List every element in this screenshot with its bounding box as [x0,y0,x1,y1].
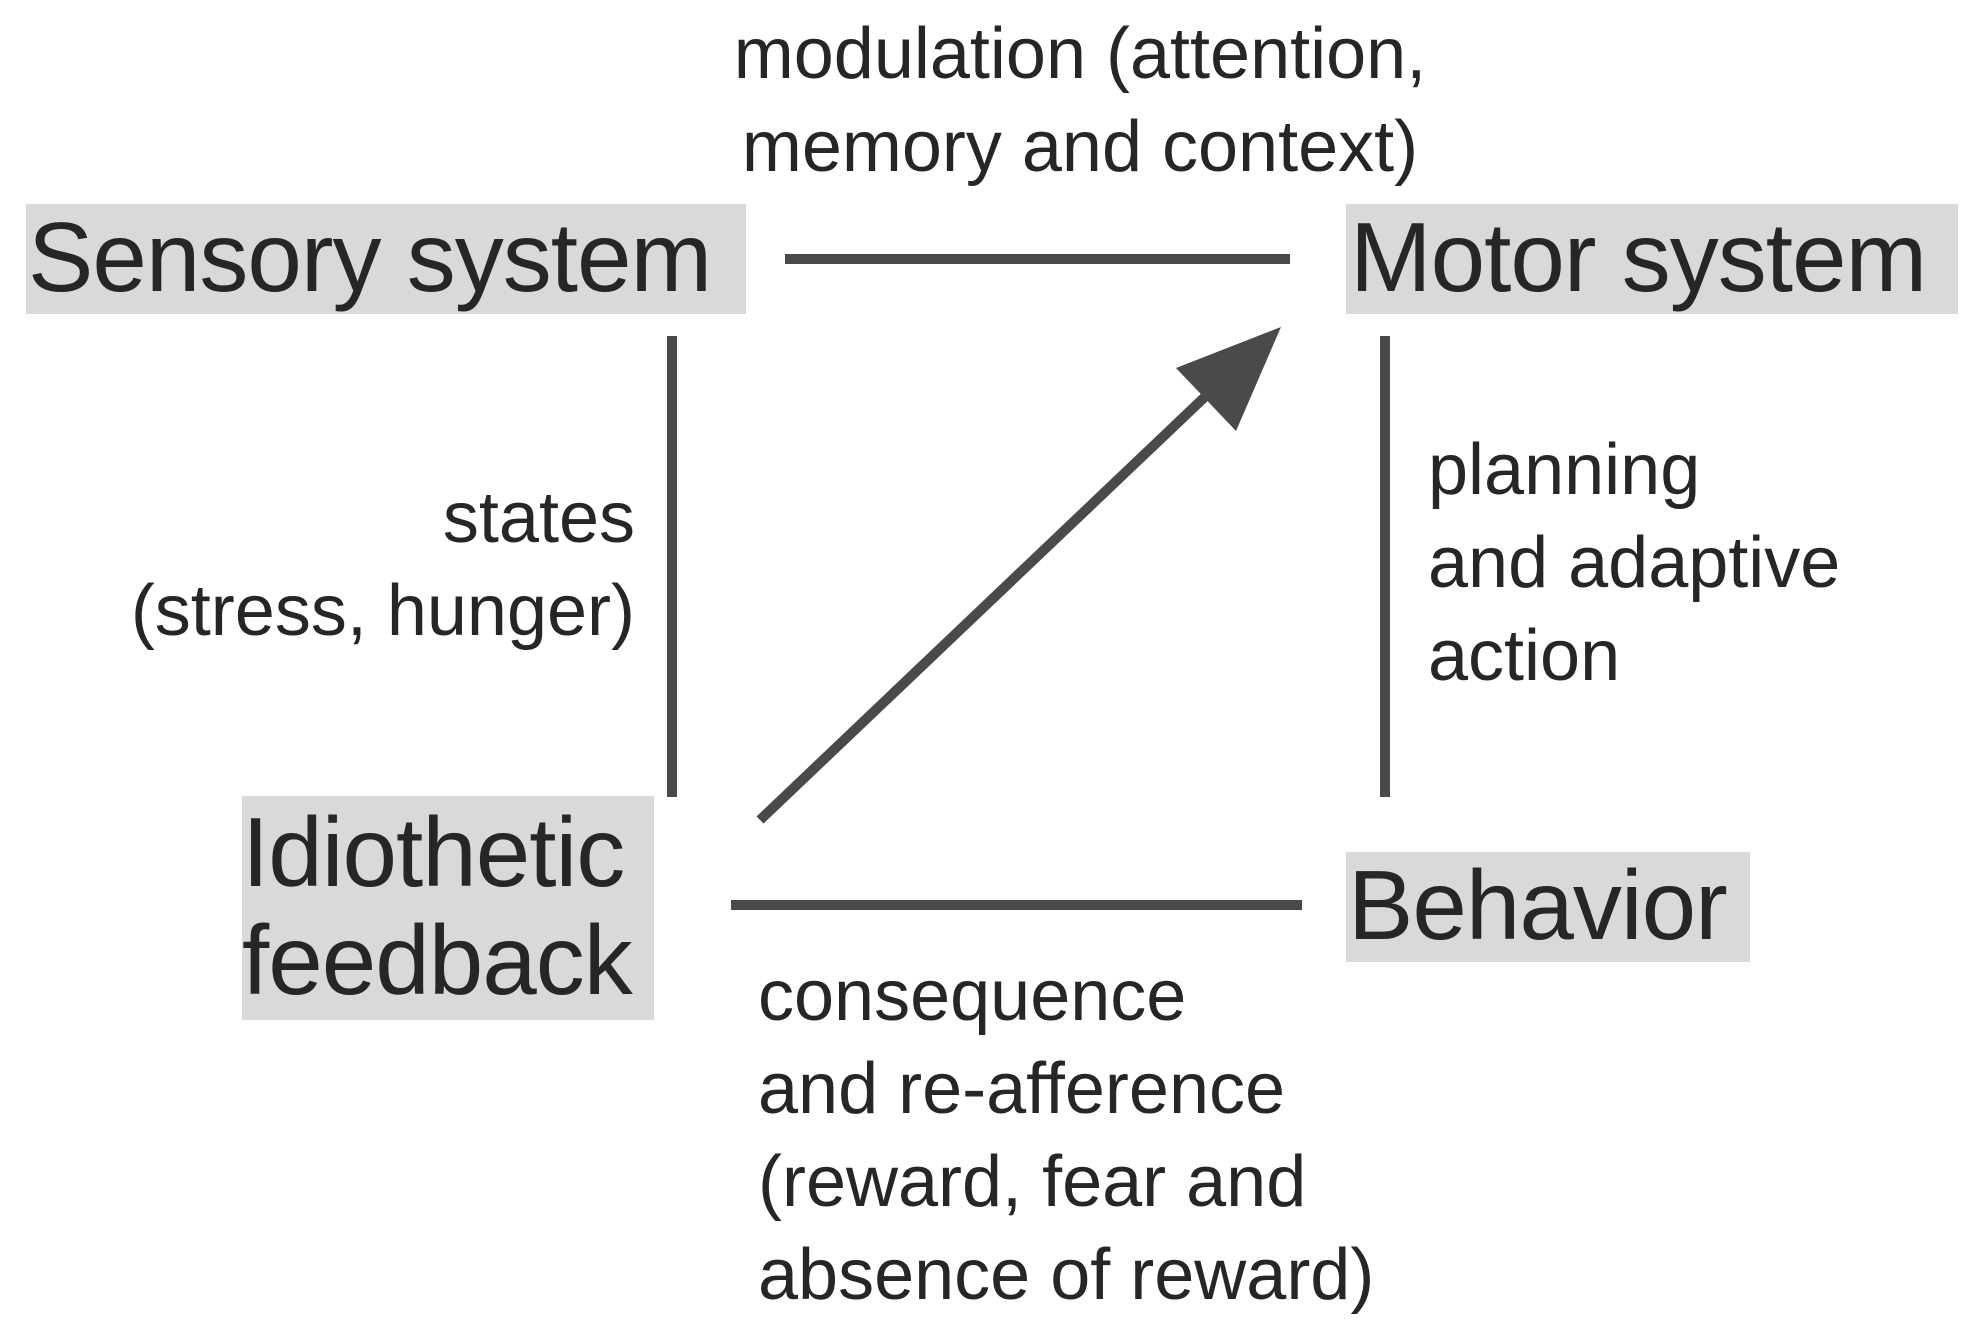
sensory-system-label: Sensory system [28,202,712,312]
behavior-label: Behavior [1348,850,1728,960]
states-label-line1: states [442,478,635,558]
consequence-label-line4: absence of reward) [758,1235,1375,1315]
states-label-line2: (stress, hunger) [130,571,635,651]
sensory-system-node: Sensory system [26,202,746,314]
consequence-label-line1: consequence [758,956,1187,1036]
planning-label-line3: action [1428,616,1621,696]
states-label: states (stress, hunger) [40,472,635,658]
planning-label: planning and adaptive action [1428,424,1948,703]
behavior-node: Behavior [1346,850,1750,962]
planning-label-line1: planning [1428,430,1701,510]
consequence-label-line2: and re-afference [758,1049,1286,1129]
diagonal-arrowhead [1176,327,1281,431]
planning-label-line2: and adaptive [1428,523,1841,603]
motor-system-node: Motor system [1346,202,1958,314]
modulation-label: modulation (attention, memory and contex… [600,8,1560,194]
idiothetic-label-line1: Idiothetic [242,797,625,907]
consequence-label-line3: (reward, fear and [758,1142,1307,1222]
modulation-label-line1: modulation (attention, [733,14,1427,94]
consequence-label: consequence and re-afference (reward, fe… [758,950,1518,1322]
modulation-label-line2: memory and context) [741,107,1419,187]
motor-system-label: Motor system [1350,202,1927,312]
idiothetic-feedback-node: Idiothetic feedback [242,796,654,1020]
diagonal-arrow-line [756,388,1214,824]
idiothetic-label-line2: feedback [242,905,633,1015]
